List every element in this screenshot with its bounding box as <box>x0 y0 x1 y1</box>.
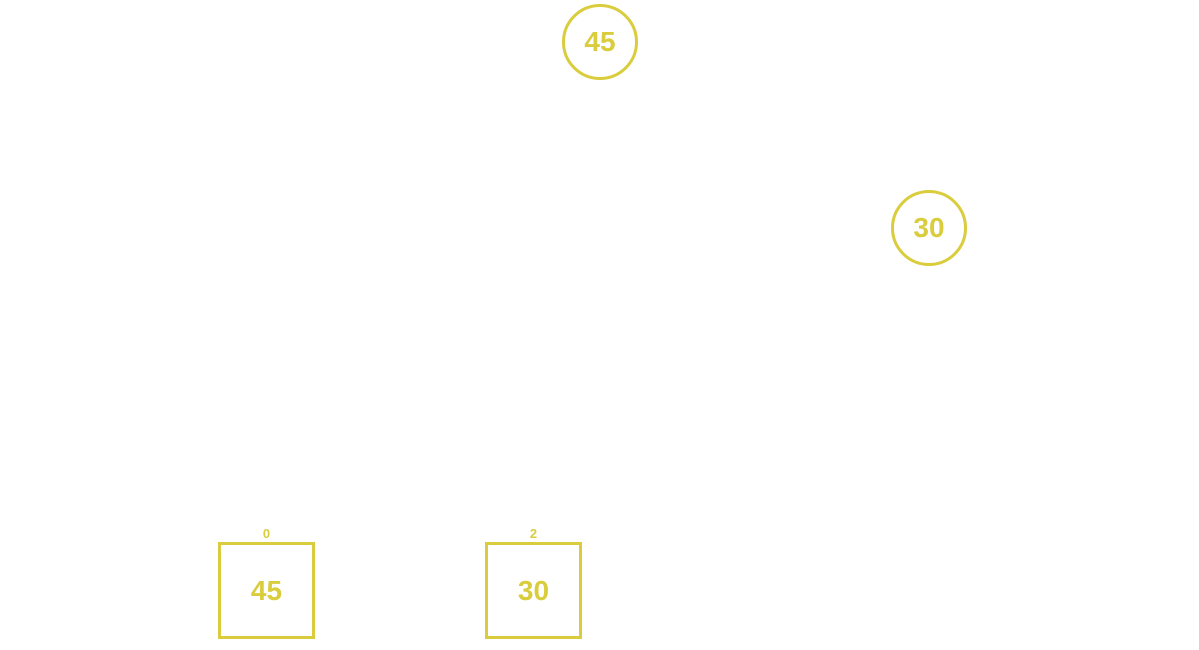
tree-node-right-child: 30 <box>891 190 967 266</box>
array-index-label: 0 <box>262 526 271 541</box>
array-index-label: 2 <box>529 526 538 541</box>
tree-node-root: 45 <box>562 4 638 80</box>
array-cell: 30 <box>485 542 582 639</box>
array-cell: 45 <box>218 542 315 639</box>
